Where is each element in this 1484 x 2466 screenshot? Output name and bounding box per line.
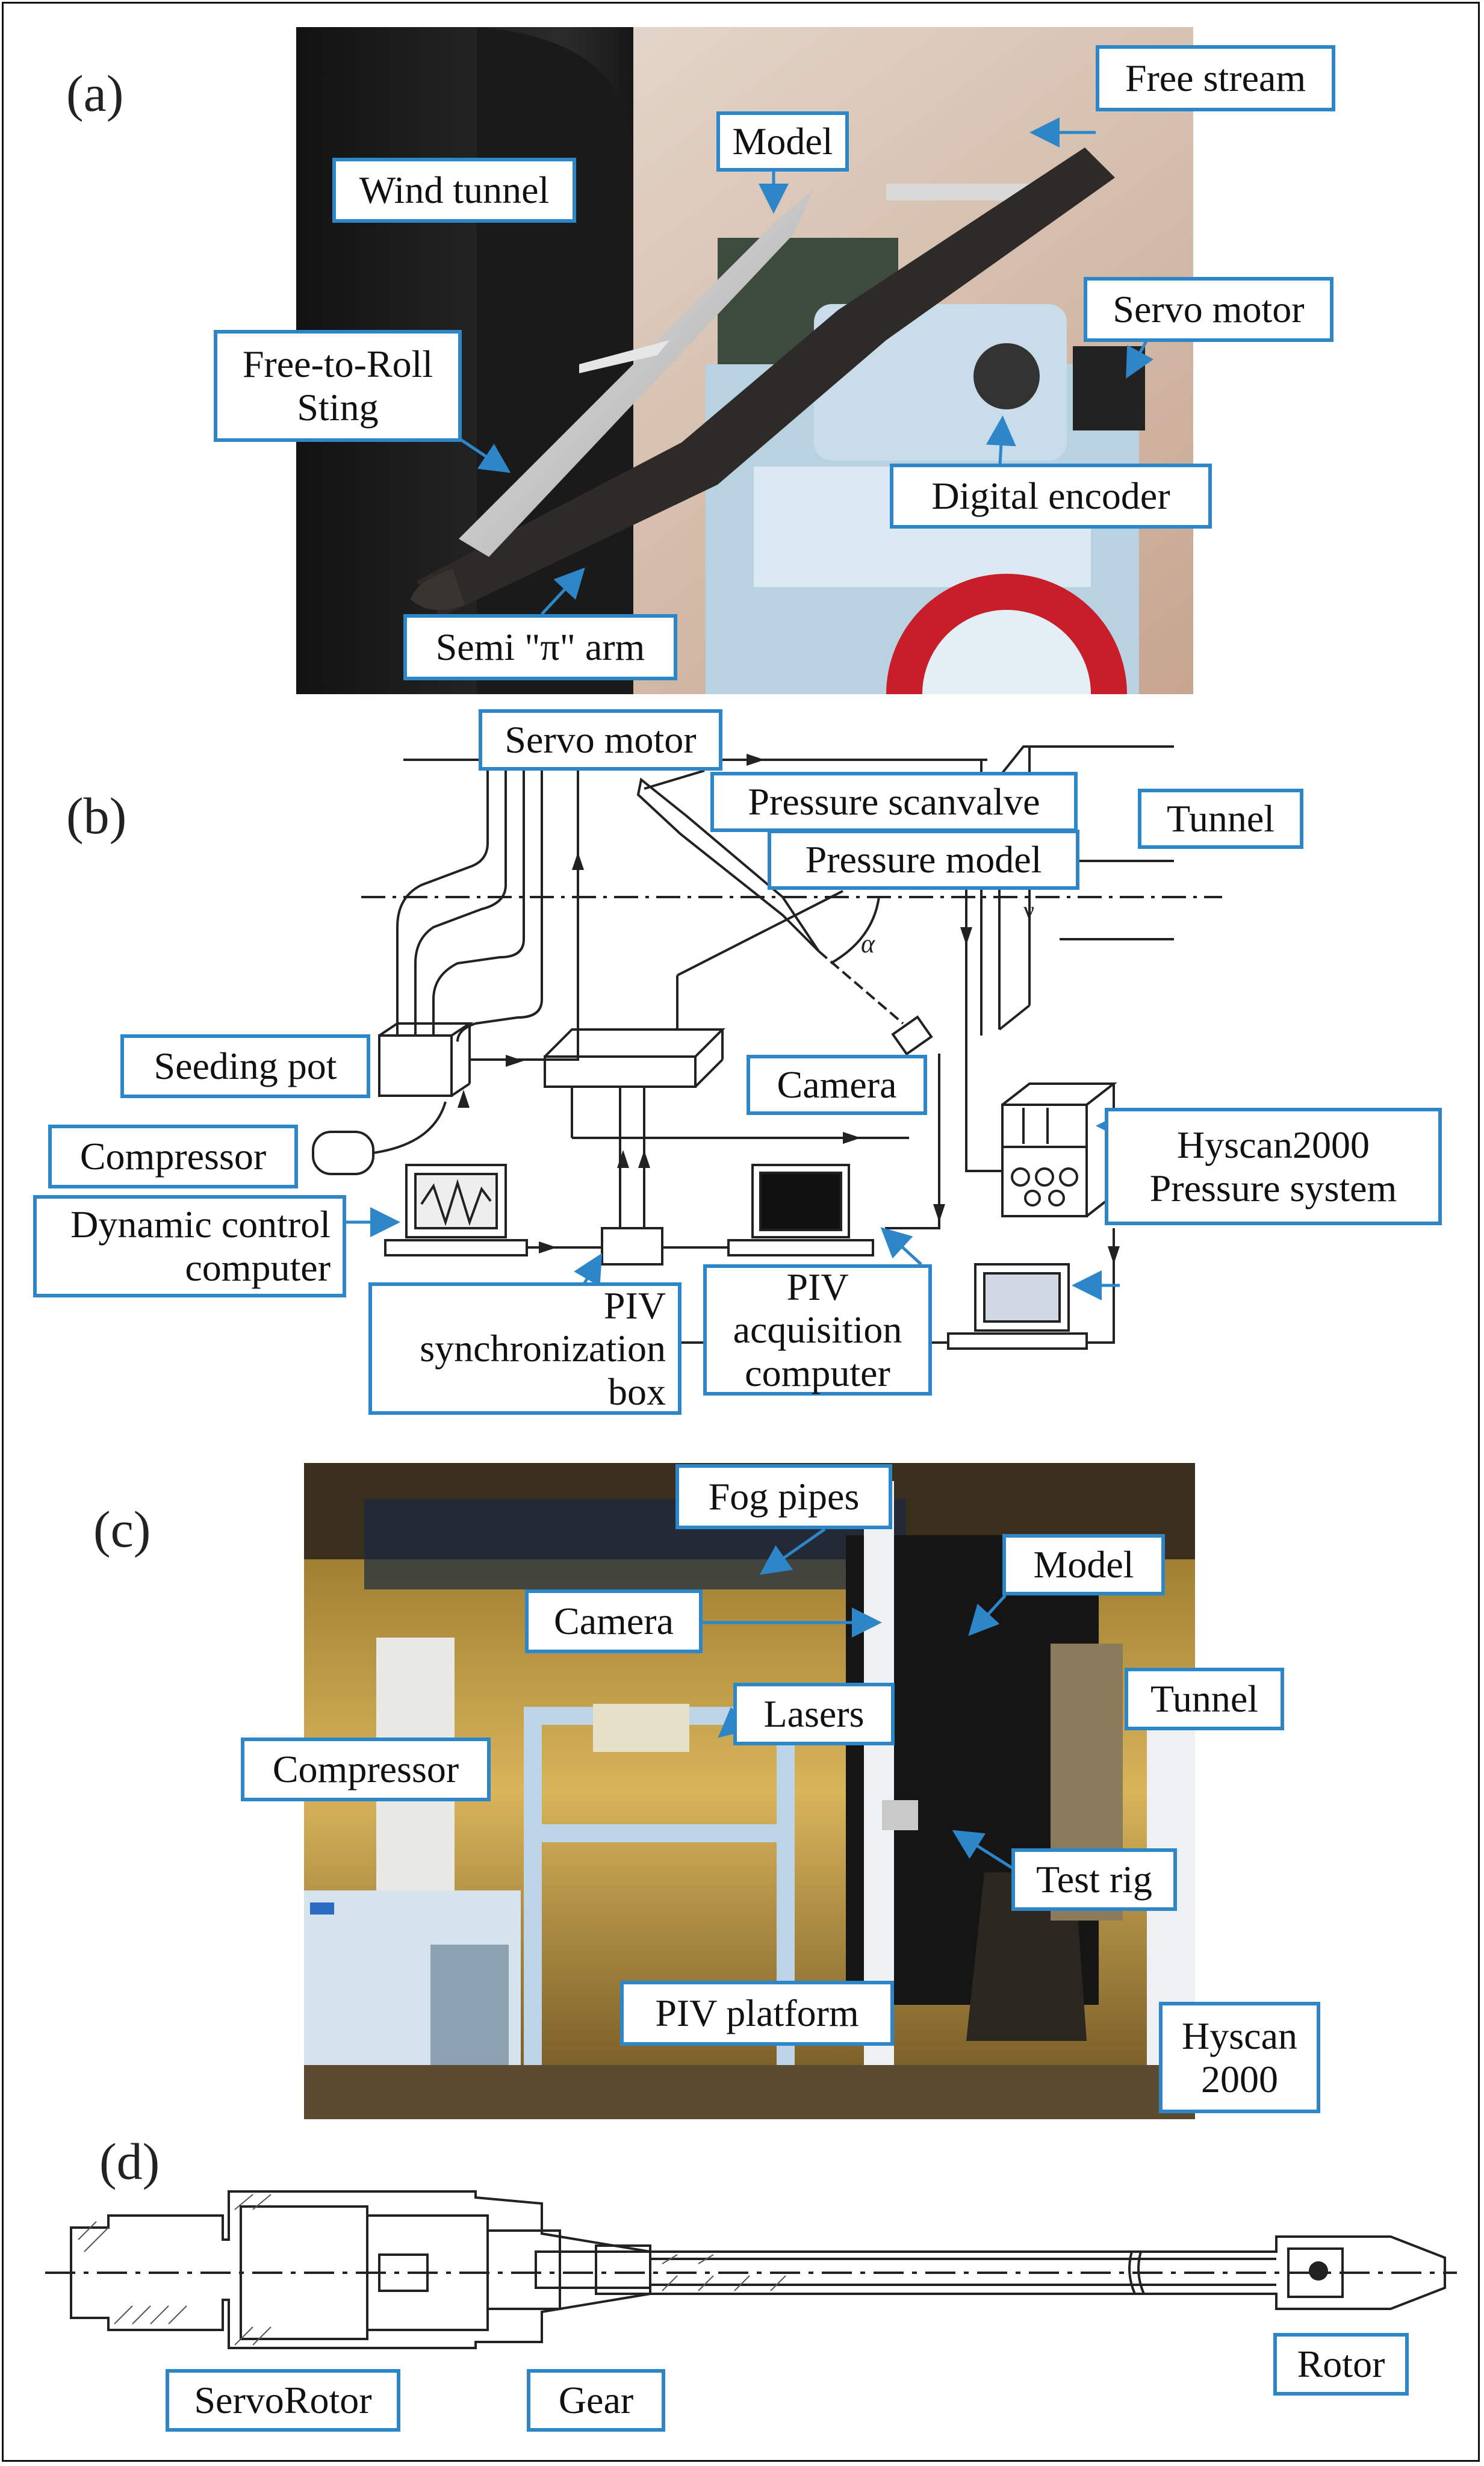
label-hyscan-line2: Pressure system	[1149, 1166, 1397, 1210]
label-piv-synchronization-box: PIV synchronization box	[368, 1282, 681, 1415]
label-dynamic-line1: Dynamic control	[70, 1203, 331, 1246]
gear-section	[486, 2229, 561, 2310]
label-tunnel-c: Tunnel	[1125, 1668, 1284, 1730]
label-tunnel-b: Tunnel	[1138, 789, 1303, 849]
seeding-pot-box	[378, 1034, 453, 1097]
label-model-a: Model	[716, 111, 849, 172]
panel-c-letter: (c)	[93, 1500, 151, 1558]
label-camera-b: Camera	[747, 1055, 927, 1115]
panel-d-letter: (d)	[99, 2132, 160, 2190]
label-dynamic-line2: computer	[185, 1246, 331, 1289]
label-piv-platform: PIV platform	[620, 1981, 894, 2046]
label-free-to-roll-line1: Free-to-Roll	[242, 343, 433, 386]
label-piv-acq-line3: computer	[745, 1351, 890, 1394]
arrow-fog-pipes	[759, 1527, 826, 1575]
label-piv-acq-line1: PIV	[786, 1265, 849, 1308]
label-pressure-scanvalve: Pressure scanvalve	[710, 772, 1078, 832]
label-piv-acq-line2: acquisition	[733, 1308, 902, 1352]
label-piv-sync-line3: box	[608, 1370, 666, 1413]
piv-acquisition-screen	[759, 1172, 842, 1231]
pressure-computer-screen	[983, 1272, 1061, 1323]
label-servo-rotor: ServoRotor	[166, 2369, 400, 2432]
sting-model-outline	[636, 777, 820, 952]
label-hyscan-c-line2: 2000	[1201, 2057, 1278, 2101]
assembly-outline	[70, 2190, 1446, 2349]
label-camera-c: Camera	[525, 1589, 703, 1653]
label-compressor-b: Compressor	[48, 1125, 298, 1188]
alpha-symbol: α	[861, 929, 875, 958]
label-digital-encoder: Digital encoder	[890, 464, 1212, 529]
label-gear: Gear	[527, 2369, 665, 2432]
dynamic-computer-monitor	[405, 1164, 507, 1238]
label-free-to-roll-sting: Free-to-Roll Sting	[214, 330, 462, 442]
rotor-section	[1287, 2247, 1344, 2298]
arrow-test-rig	[952, 1830, 1016, 1871]
label-free-stream: Free stream	[1096, 45, 1335, 111]
label-hyscan-c-line1: Hyscan	[1182, 2014, 1297, 2057]
panel-b-letter: (b)	[66, 787, 127, 845]
vertical-column	[864, 1481, 894, 2071]
hyscan-cabinet	[1001, 1104, 1088, 1217]
arrow-free-to-roll	[459, 438, 511, 473]
label-seeding-pot: Seeding pot	[120, 1034, 370, 1098]
semi-pi-arm	[417, 148, 1115, 617]
arrow-semi-pi-arm	[541, 567, 585, 615]
label-semi-pi-arm: Semi "π" arm	[403, 614, 677, 680]
camera-icon	[891, 1015, 933, 1056]
label-hyscan-2000-c: Hyscan 2000	[1159, 2002, 1320, 2113]
label-free-to-roll-line2: Sting	[297, 386, 379, 429]
label-piv-sync-line2: synchronization	[420, 1327, 666, 1370]
rotor-bearing	[1309, 2261, 1328, 2281]
panel-a-letter: (a)	[66, 64, 124, 122]
label-test-rig: Test rig	[1011, 1848, 1177, 1911]
arrow-piv-acquisition	[880, 1227, 922, 1266]
label-pressure-model: Pressure model	[768, 830, 1079, 890]
label-hyscan-pressure-system: Hyscan2000 Pressure system	[1105, 1108, 1442, 1225]
nu-symbol: ν	[1023, 896, 1034, 924]
arrow-servo-motor-a	[1126, 339, 1154, 379]
label-compressor-c: Compressor	[241, 1738, 491, 1801]
label-model-c: Model	[1002, 1534, 1165, 1595]
label-piv-sync-line1: PIV	[603, 1284, 666, 1327]
label-dynamic-control-computer: Dynamic control computer	[33, 1195, 346, 1297]
label-hyscan-line1: Hyscan2000	[1177, 1123, 1370, 1166]
label-lasers: Lasers	[733, 1683, 895, 1745]
model-body	[459, 190, 814, 557]
label-servo-motor-b: Servo motor	[479, 709, 722, 771]
label-piv-acquisition-computer: PIV acquisition computer	[703, 1264, 932, 1396]
arrow-model-c	[968, 1594, 1007, 1636]
label-wind-tunnel: Wind tunnel	[332, 158, 576, 223]
label-servo-motor-a: Servo motor	[1084, 277, 1333, 342]
label-fog-pipes: Fog pipes	[675, 1464, 892, 1529]
label-rotor: Rotor	[1273, 2333, 1409, 2396]
